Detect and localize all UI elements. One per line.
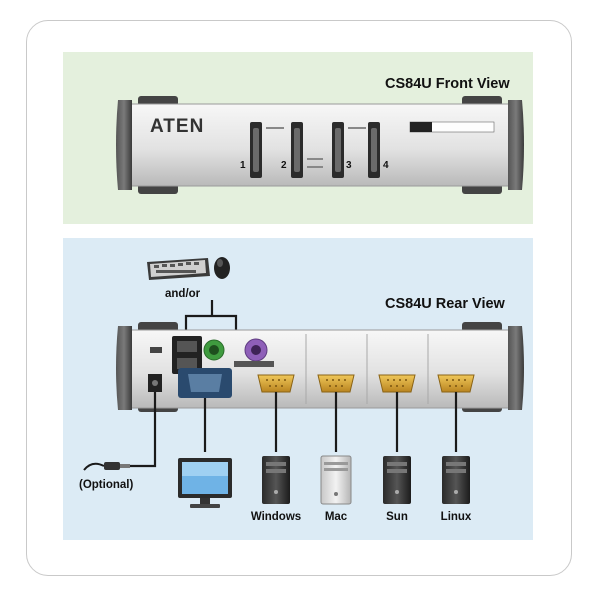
ps2-mouse-port[interactable] — [244, 338, 268, 362]
front-view-title: CS84U Front View — [385, 76, 510, 92]
front-chassis — [127, 103, 513, 187]
front-button-1[interactable] — [250, 122, 262, 178]
rear-end-cap-right — [508, 326, 524, 410]
windows-label: Windows — [250, 511, 302, 523]
keyboard-icon — [147, 258, 210, 280]
console-vga-port[interactable] — [178, 368, 232, 398]
port-number-4: 4 — [383, 160, 389, 171]
port-number-3: 3 — [346, 160, 352, 171]
kvm-front-unit — [116, 96, 524, 194]
linux-label: Linux — [440, 511, 472, 523]
usb-console-ports[interactable] — [172, 336, 202, 374]
windows-computer-icon — [262, 456, 290, 504]
linux-computer-icon — [442, 456, 470, 504]
cpu-port-1[interactable] — [257, 374, 295, 393]
port-number-1: 1 — [240, 160, 246, 171]
and-or-label: and/or — [165, 288, 201, 300]
optional-label: (Optional) — [79, 479, 134, 491]
front-led-markings — [266, 127, 366, 168]
mac-label: Mac — [324, 511, 348, 523]
console-label-tag — [234, 361, 274, 367]
mouse-icon — [214, 257, 230, 279]
rear-label-tag — [150, 347, 162, 353]
rear-view-title: CS84U Rear View — [385, 296, 505, 312]
cpu-port-2[interactable] — [317, 374, 355, 393]
rear-end-cap-left — [116, 326, 132, 410]
sun-label: Sun — [386, 511, 408, 523]
console-cables — [184, 300, 238, 334]
power-adapter-icon — [83, 462, 130, 471]
front-end-cap-left — [116, 100, 132, 190]
port-number-2: 2 — [281, 160, 287, 171]
ps2-keyboard-port[interactable] — [203, 339, 225, 361]
cpu-port-3[interactable] — [378, 374, 416, 393]
sun-computer-icon — [383, 456, 411, 504]
front-button-4[interactable] — [368, 122, 380, 178]
front-end-cap-right — [508, 100, 524, 190]
front-button-2[interactable] — [291, 122, 303, 178]
device-cables — [130, 392, 458, 468]
front-button-3[interactable] — [332, 122, 344, 178]
monitor-icon — [178, 458, 232, 508]
usb-logo-block — [410, 122, 432, 132]
power-jack[interactable] — [148, 374, 162, 392]
aten-logo: ATEN — [150, 116, 205, 137]
cpu-port-4[interactable] — [437, 374, 475, 393]
mac-computer-icon — [320, 455, 352, 505]
